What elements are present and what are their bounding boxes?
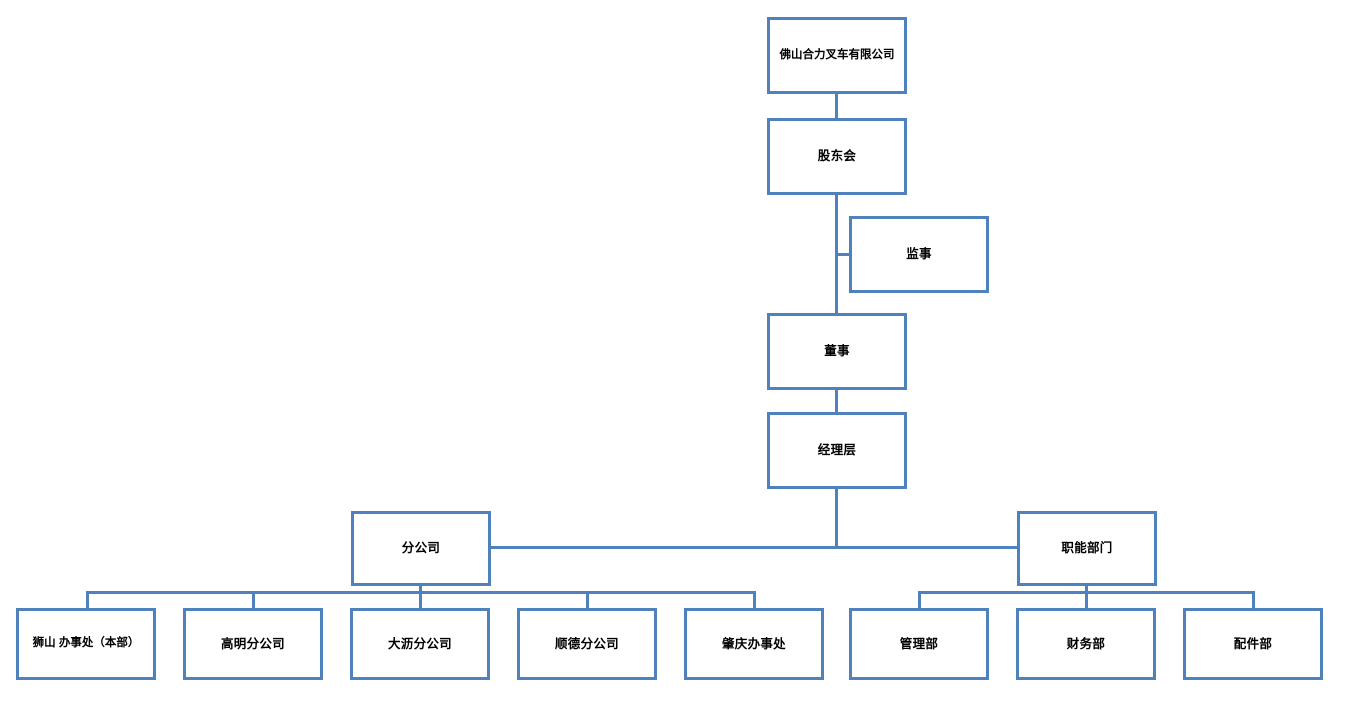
- node-branch-office-1[interactable]: 狮山 办事处（本部）: [16, 608, 156, 680]
- node-management-layer-label: 经理层: [817, 443, 857, 457]
- connector-branch-drop-1: [86, 591, 89, 610]
- node-branch-office-5-label: 肇庆办事处: [721, 636, 786, 651]
- node-functional-departments-label: 职能部门: [1061, 541, 1113, 555]
- connector-branch-drop-2: [252, 591, 255, 610]
- node-branch-office-3-label: 大沥分公司: [387, 636, 452, 651]
- node-branch-office-5[interactable]: 肇庆办事处: [684, 608, 824, 680]
- node-management-layer[interactable]: 经理层: [767, 412, 907, 489]
- connector-company-to-shareholders: [835, 94, 838, 121]
- connector-trunk-to-supervisor: [835, 253, 852, 256]
- node-functional-departments[interactable]: 职能部门: [1017, 511, 1157, 586]
- node-branches[interactable]: 分公司: [351, 511, 491, 586]
- node-branch-office-2[interactable]: 高明分公司: [183, 608, 323, 680]
- connector-branch-drop-4: [586, 591, 589, 610]
- node-shareholders-meeting[interactable]: 股东会: [767, 118, 907, 195]
- node-branch-office-3[interactable]: 大沥分公司: [350, 608, 490, 680]
- node-shareholders-meeting-label: 股东会: [817, 149, 857, 163]
- connector-department-drop-3: [1252, 591, 1255, 610]
- connector-department-drop-2: [1085, 591, 1088, 610]
- node-department-2-label: 财务部: [1066, 636, 1106, 651]
- node-supervisor-label: 监事: [906, 247, 932, 261]
- node-company-label: 佛山合力叉车有限公司: [779, 48, 895, 61]
- node-department-2[interactable]: 财务部: [1016, 608, 1156, 680]
- connector-department-drop-1: [918, 591, 921, 610]
- node-supervisor[interactable]: 监事: [849, 216, 989, 293]
- node-branch-office-2-label: 高明分公司: [220, 636, 285, 651]
- node-department-3-label: 配件部: [1233, 636, 1273, 651]
- node-director[interactable]: 董事: [767, 313, 907, 390]
- node-company[interactable]: 佛山合力叉车有限公司: [767, 17, 907, 94]
- connector-branch-drop-5: [753, 591, 756, 610]
- node-director-label: 董事: [824, 344, 850, 358]
- connector-branch-drop-3: [419, 591, 422, 610]
- node-department-1-label: 管理部: [899, 636, 939, 651]
- connector-management-to-bus: [835, 488, 838, 548]
- node-department-1[interactable]: 管理部: [849, 608, 989, 680]
- connector-level5-bus: [488, 546, 1020, 549]
- node-department-3[interactable]: 配件部: [1183, 608, 1323, 680]
- node-branch-office-1-label: 狮山 办事处（本部）: [32, 637, 140, 650]
- node-branches-label: 分公司: [401, 541, 441, 555]
- node-branch-office-4[interactable]: 顺德分公司: [517, 608, 657, 680]
- node-branch-office-4-label: 顺德分公司: [554, 636, 619, 651]
- connector-director-to-management: [835, 389, 838, 415]
